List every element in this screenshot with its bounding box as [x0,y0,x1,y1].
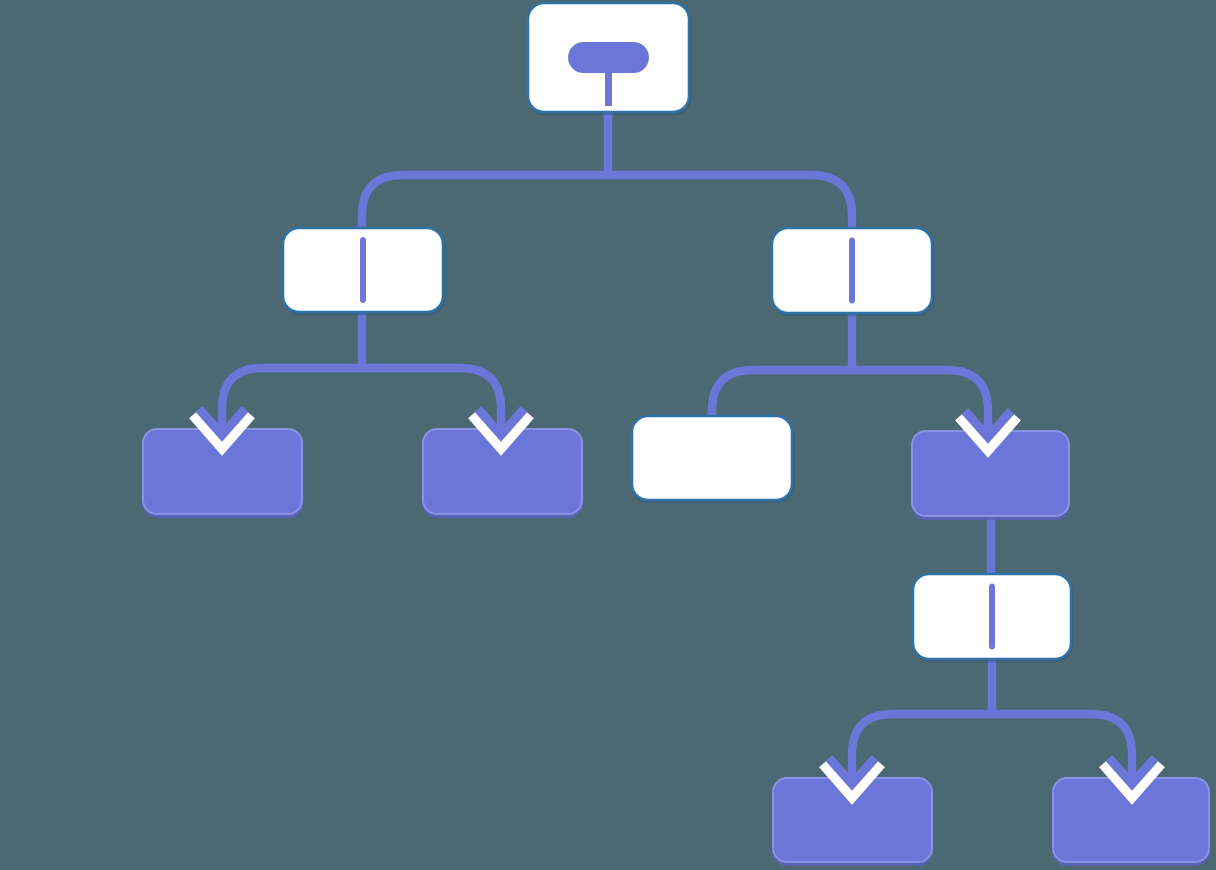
arrow-child-purple-double-chevron-down-icon [961,408,1015,444]
node-child-white[interactable] [630,414,794,502]
pill-glyph [568,42,649,73]
arrow-leaf-left-a-double-chevron-down-icon-outline [189,409,255,456]
arrow-leaf-left-a-double-chevron-down-icon [195,406,249,442]
arrow-leaf-left-b-double-chevron-down-icon-outline [468,409,534,456]
arrow-leaf-left-b-double-chevron-down-icon [474,406,528,442]
arrow-leaf-bottom-b-double-chevron-down-icon-outline [1099,758,1165,805]
arrow-leaf-bottom-a-double-chevron-down-icon [825,755,879,791]
left-rail-connector-line [217,363,506,433]
right-rail-connector-line [707,365,993,435]
arrow-leaf-bottom-b-double-chevron-down-icon [1105,755,1159,791]
arrow-child-purple-double-chevron-down-icon-outline [955,411,1021,458]
bottom-rail-connector-line [847,709,1137,782]
arrow-leaf-bottom-a-double-chevron-down-icon-outline [819,758,885,805]
trunk-rail-connector-line [357,170,857,230]
